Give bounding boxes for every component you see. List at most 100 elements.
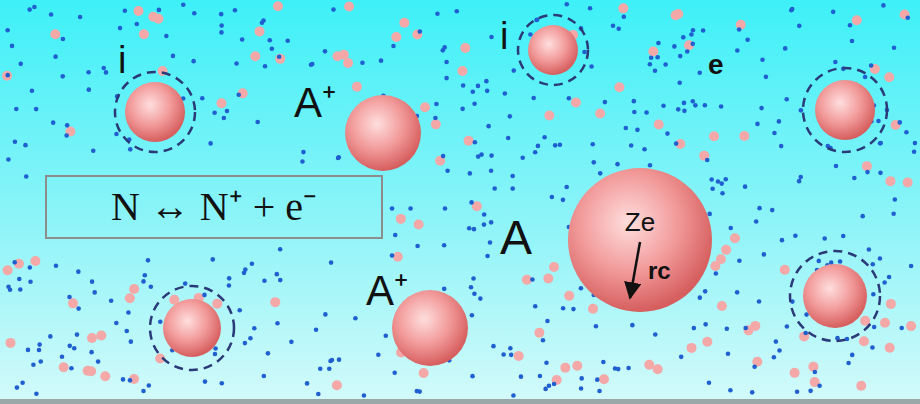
ion-dot [599, 374, 609, 384]
sphere-outline [568, 168, 712, 312]
electron-dot [692, 326, 697, 331]
ion-dot [139, 29, 149, 39]
electron-dot [870, 345, 875, 350]
electron-dot [263, 64, 268, 69]
screening-circle [150, 286, 234, 370]
electron-dot [234, 61, 239, 66]
ion-sphere [345, 95, 421, 171]
electron-dot [92, 290, 97, 295]
electron-dot [613, 366, 618, 371]
electron-dot [508, 114, 513, 119]
electron-dot [745, 37, 750, 42]
electron-dot [603, 100, 608, 105]
electron-dot [538, 374, 543, 379]
ion-dot [588, 304, 598, 314]
electron-dot [611, 23, 616, 28]
electron-dot [76, 306, 81, 311]
ion-dot [270, 297, 280, 307]
electron-dot [476, 84, 481, 89]
electron-dot [553, 143, 558, 148]
grain-sphere [568, 168, 712, 312]
ion-dot [900, 9, 910, 19]
electron-dot [469, 285, 474, 290]
electron-dot [626, 366, 631, 371]
electron-dot [473, 140, 478, 145]
electron-dot [544, 360, 549, 365]
ion-dot [133, 6, 143, 16]
electron-dot [893, 197, 898, 202]
electron-dot [735, 290, 740, 295]
electron-dot [275, 272, 280, 277]
electron-dot [34, 391, 39, 396]
electron-dot [797, 24, 802, 29]
electron-dot [316, 392, 321, 397]
electron-dot [149, 284, 154, 289]
electron-dot [37, 348, 42, 353]
electron-dot [327, 366, 332, 371]
electron-dot [850, 353, 855, 358]
electron-dot [681, 35, 686, 40]
ion-dot [431, 119, 441, 129]
electron-dot [262, 374, 267, 379]
electron-dot [14, 107, 19, 112]
electron-dot [852, 176, 857, 181]
ion-dot [595, 109, 605, 119]
electron-dot [648, 62, 653, 67]
electron-dot [442, 45, 447, 50]
electron-dot [118, 26, 123, 31]
electron-dot [242, 271, 247, 276]
electron-dot [674, 141, 679, 146]
electron-dot [682, 109, 687, 114]
ion-dot [852, 15, 862, 25]
electron-dot [124, 329, 129, 334]
electron-dot [795, 390, 800, 395]
electron-dot [10, 44, 15, 49]
electron-dot [689, 32, 694, 37]
electron-dot [376, 352, 381, 357]
electron-dot [129, 339, 134, 344]
electron-dot [822, 236, 827, 241]
electron-dot [31, 362, 36, 367]
charge-label: Ze [625, 208, 655, 237]
electron-dot [65, 123, 70, 128]
electron-dot [141, 389, 146, 394]
electron-dot [13, 139, 18, 144]
electron-dot [878, 256, 883, 261]
electron-dot [275, 321, 280, 326]
ion-dot [275, 54, 285, 64]
electron-dot [6, 157, 11, 162]
ion-dot [648, 47, 658, 57]
electron-dot [755, 122, 760, 127]
electron-dot [703, 103, 708, 108]
electron-dot [142, 273, 147, 278]
ion-dot [212, 299, 222, 309]
electron-dot [846, 361, 851, 366]
electron-dot [305, 381, 310, 386]
electron-dot [472, 227, 477, 232]
particle-label: i [118, 40, 126, 82]
electron-dot [571, 307, 576, 312]
electron-dot [834, 164, 839, 169]
ion-dot [618, 3, 628, 13]
ion-dot [86, 366, 96, 376]
electron-dot [545, 319, 550, 324]
electron-dot [32, 5, 37, 10]
electron-dot [67, 344, 72, 349]
electron-dot [759, 106, 764, 111]
electron-dot [520, 155, 525, 160]
electron-dot [870, 262, 875, 267]
electron-dot [655, 55, 660, 60]
electron-dot [441, 154, 446, 159]
electron-dot [171, 54, 176, 59]
electron-dot [461, 83, 466, 88]
electron-dot [779, 144, 784, 149]
ion-dot [654, 120, 664, 130]
ion-dot [414, 220, 424, 230]
electron-dot [510, 186, 515, 191]
ion-dot [564, 291, 574, 301]
electron-dot [582, 50, 587, 55]
electron-dot [678, 54, 683, 59]
electron-dot [714, 271, 719, 276]
ion-dot [687, 343, 697, 353]
ion-dot [125, 293, 135, 303]
